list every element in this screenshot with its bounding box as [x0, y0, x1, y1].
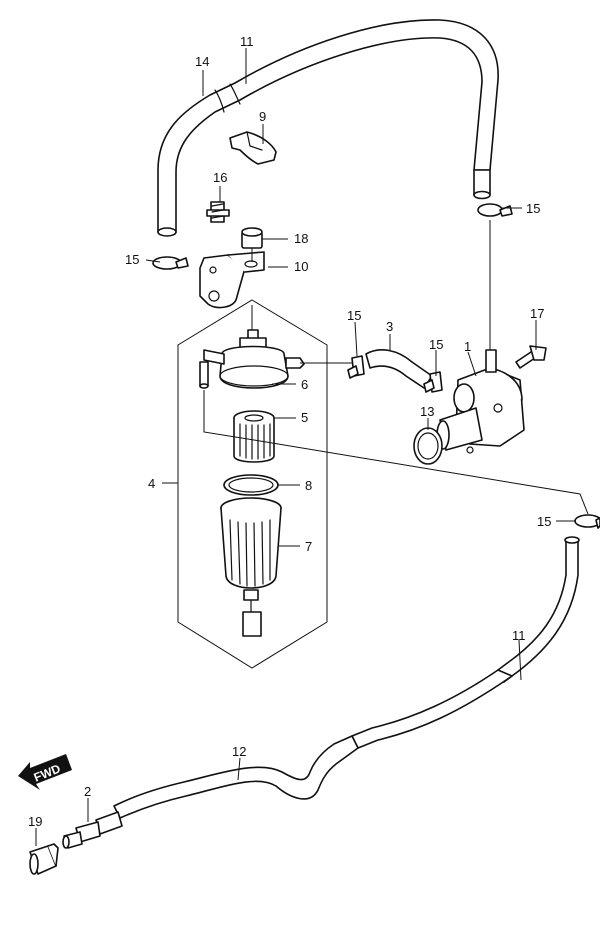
- forward-direction-arrow: FWD: [18, 754, 72, 790]
- callout-15-left: 15: [125, 252, 139, 267]
- callout-15-hose-right: 15: [429, 337, 443, 352]
- callout-1: 1: [464, 339, 471, 354]
- callout-16: 16: [213, 170, 227, 185]
- callout-numbers: 11 14 9 16 18 10 15 15 15 3 15 1 17 13 6…: [28, 34, 551, 829]
- callout-6: 6: [301, 377, 308, 392]
- clamp-15-top-right: [477, 203, 513, 217]
- o-ring-8: [223, 474, 279, 496]
- callout-9: 9: [259, 109, 266, 124]
- hose-fitting-2: [62, 811, 123, 849]
- hose-3: [365, 349, 433, 389]
- callout-3: 3: [386, 319, 393, 334]
- callout-13: 13: [420, 404, 434, 419]
- callout-15-lower-right: 15: [537, 514, 551, 529]
- callout-10: 10: [294, 259, 308, 274]
- upper-fuel-hose: [157, 19, 499, 237]
- callout-15-top-right: 15: [526, 201, 540, 216]
- callout-19: 19: [28, 814, 42, 829]
- callout-11-top: 11: [240, 34, 254, 49]
- o-ring-13: [413, 427, 443, 465]
- callout-12: 12: [232, 744, 246, 759]
- callout-17: 17: [530, 306, 544, 321]
- clamp-15-left: [152, 256, 189, 270]
- leader-filter-outlet: [203, 390, 589, 515]
- callout-18: 18: [294, 231, 308, 246]
- bolt-16: [206, 201, 230, 223]
- callout-5: 5: [301, 410, 308, 425]
- connector-19: [29, 843, 59, 875]
- fuel-hose-12: [113, 669, 513, 819]
- clamp-15-hose-left: [347, 355, 365, 379]
- fuel-pump-1: [436, 349, 525, 454]
- filter-element-5: [233, 410, 275, 463]
- fwd-label: FWD: [32, 761, 63, 784]
- hose-clip-9: [229, 131, 277, 165]
- callout-4: 4: [148, 476, 155, 491]
- filter-bowl-7: [220, 497, 282, 637]
- filter-head-6: [199, 329, 305, 389]
- bolt-17: [515, 345, 547, 369]
- callout-2: 2: [84, 784, 91, 799]
- lower-fuel-hose-11: [497, 536, 580, 683]
- clamp-15-lower-right: [574, 514, 600, 529]
- callout-7: 7: [305, 539, 312, 554]
- callout-8: 8: [305, 478, 312, 493]
- callout-15-hose-left: 15: [347, 308, 361, 323]
- callout-14: 14: [195, 54, 209, 69]
- bracket-10: [199, 251, 265, 309]
- callout-leaders: [35, 48, 576, 846]
- callout-11-lower: 11: [512, 628, 526, 643]
- filter-assembly-outline: [177, 299, 328, 669]
- clamp-15-hose-right: [423, 371, 443, 393]
- bolt-18: [241, 227, 263, 249]
